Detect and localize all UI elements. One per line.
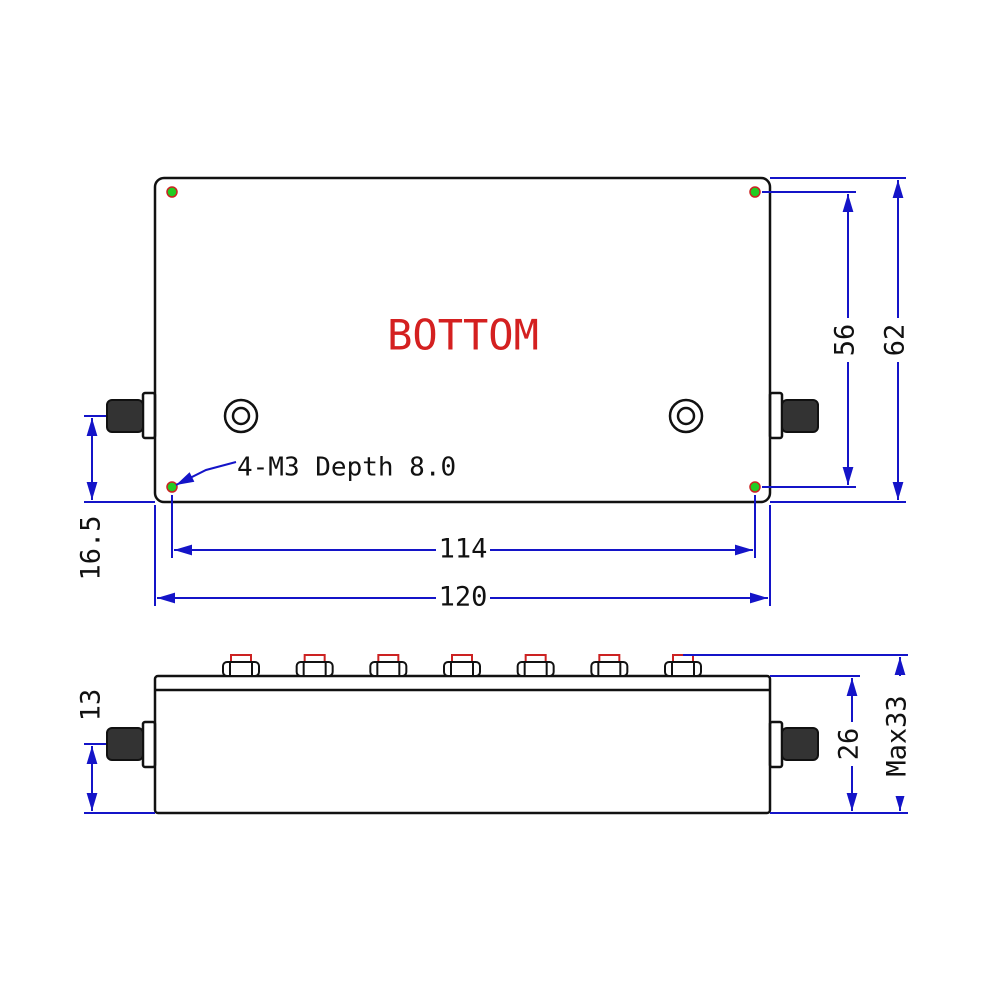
dimension-13: 13 (76, 689, 155, 814)
dimension-26: 26 (770, 675, 866, 814)
svg-text:Max33: Max33 (882, 695, 913, 776)
svg-text:120: 120 (439, 582, 488, 613)
side-view: 13 26 Max33 (76, 654, 914, 815)
svg-text:56: 56 (830, 324, 861, 357)
svg-text:26: 26 (834, 728, 865, 761)
mounting-holes (166, 186, 761, 493)
sma-connector-right-side (768, 720, 819, 769)
dimension-120: 120 (154, 505, 771, 613)
tuning-screw (443, 654, 481, 677)
tuning-screw (664, 654, 702, 677)
svg-text:16.5: 16.5 (76, 515, 107, 580)
tuning-screw (295, 654, 334, 677)
sma-connector-left (106, 391, 157, 440)
housing-side-outline (153, 674, 772, 815)
sma-connector-right (768, 391, 819, 440)
dimension-max33: Max33 (683, 654, 914, 814)
screw-heads (223, 398, 704, 434)
dimension-114: 114 (171, 495, 756, 565)
bottom-label: BOTTOM (387, 311, 539, 360)
dimension-56: 56 (762, 191, 862, 488)
sma-connector-left-side (106, 720, 157, 769)
top-view: BOTTOM 4-M3 Depth 8.0 56 62 (76, 176, 912, 613)
tuning-screw (590, 654, 629, 677)
dimension-62: 62 (770, 177, 912, 503)
tuning-screw (516, 654, 555, 677)
tuning-screw (222, 654, 260, 677)
dimension-16-5: 16.5 (76, 415, 155, 581)
svg-text:62: 62 (880, 324, 911, 357)
tuning-screw (369, 654, 408, 677)
hole-callout: 4-M3 Depth 8.0 (237, 453, 456, 483)
svg-text:114: 114 (439, 534, 488, 565)
housing-outline (153, 176, 772, 504)
svg-text:13: 13 (76, 689, 107, 722)
tuning-screws (222, 654, 702, 677)
